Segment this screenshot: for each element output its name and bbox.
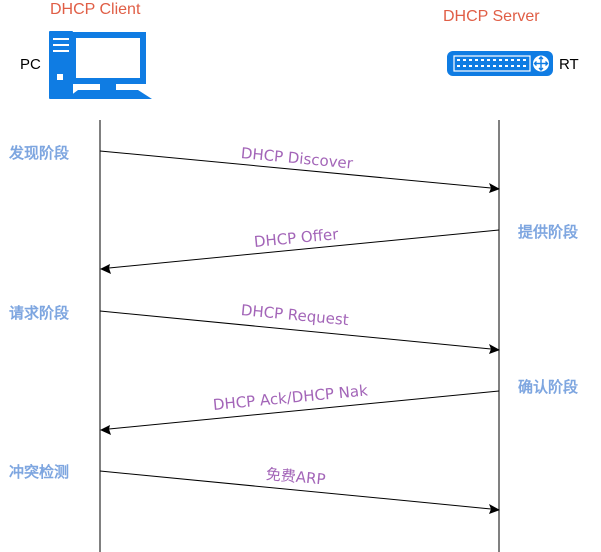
router-icon [447,51,553,76]
phase-label-discover: 发现阶段 [9,144,70,162]
offer-arrow [100,229,500,274]
discover-arrow [99,150,500,193]
phase-label-conflict-check: 冲突检测 [9,463,70,481]
phase-label-offer: 提供阶段 [518,223,579,241]
arp-arrow [99,470,500,514]
desktop-computer-icon [49,31,152,99]
server-role-title: DHCP Server [443,8,540,25]
phase-label-request: 请求阶段 [9,304,70,322]
phase-label-ack: 确认阶段 [518,378,579,396]
client-role-title: DHCP Client [50,1,141,18]
request-arrow [99,310,500,354]
client-node-label: PC [20,56,41,73]
ack-arrow [100,390,500,435]
server-node-label: RT [559,56,579,73]
